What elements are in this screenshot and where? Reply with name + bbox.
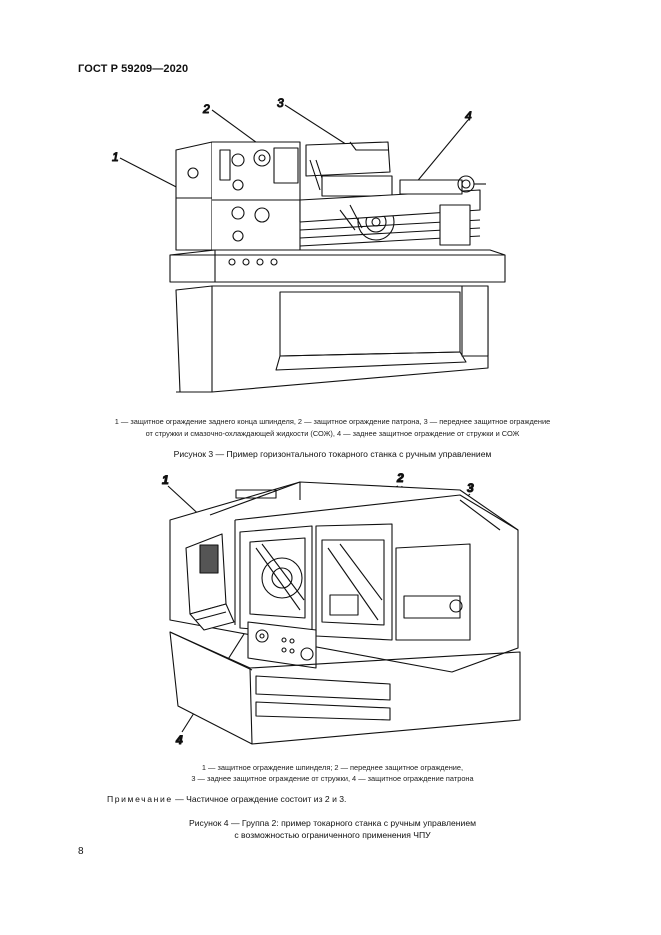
lathe-bed: [299, 175, 486, 247]
figure-4-legend-line-1: 1 — защитное ограждение шпинделя; 2 — пе…: [201, 763, 464, 772]
figure-4-drawing: 1 2 3 4: [0, 468, 661, 758]
lathe-headstock: [175, 141, 301, 251]
figure-3-legend-line-2: от стружки и смазочно-охлаждающей жидкос…: [145, 429, 520, 438]
lathe-cabinet: [169, 249, 506, 393]
note-label: Примечание: [107, 794, 173, 804]
cnc-lathe-base: [169, 631, 521, 745]
figure-3-legend-line-1: 1 — защитное ограждение заднего конца шп…: [114, 417, 551, 426]
fig3-callout-2: 2: [202, 102, 210, 116]
figure-4-legend-line-2: 3 — заднее защитное ограждение от стружк…: [191, 774, 474, 783]
document-header: ГОСТ Р 59209—2020: [78, 63, 189, 75]
figure-4-caption-line-2: с возможностью ограниченного применения …: [234, 830, 431, 840]
fig3-callout-4: 4: [465, 109, 472, 123]
cnc-lathe-doors: [239, 523, 471, 641]
fig4-callout-3: 3: [467, 481, 474, 495]
page-number: 8: [78, 846, 84, 857]
fig3-leader-4: [409, 119, 469, 191]
cnc-control-panel: [185, 533, 317, 669]
fig4-callout-1: 1: [162, 473, 169, 487]
fig3-callout-3: 3: [277, 96, 284, 110]
note: Примечание — Частичное ограждение состои…: [107, 794, 346, 804]
fig4-callout-4: 4: [175, 733, 183, 747]
figure-4-caption-line-1: Рисунок 4 — Группа 2: пример токарного с…: [188, 818, 477, 828]
fig3-leader-3: [284, 104, 356, 151]
fig3-leader-1: [119, 157, 187, 193]
figure-3-caption: Рисунок 3 — Пример горизонтального токар…: [173, 449, 492, 459]
note-text: — Частичное ограждение состоит из 2 и 3.: [172, 794, 347, 804]
fig3-callout-1: 1: [112, 150, 119, 164]
figure-3-drawing: 1 2 3 4: [0, 95, 661, 405]
fig4-callout-2: 2: [396, 471, 404, 485]
